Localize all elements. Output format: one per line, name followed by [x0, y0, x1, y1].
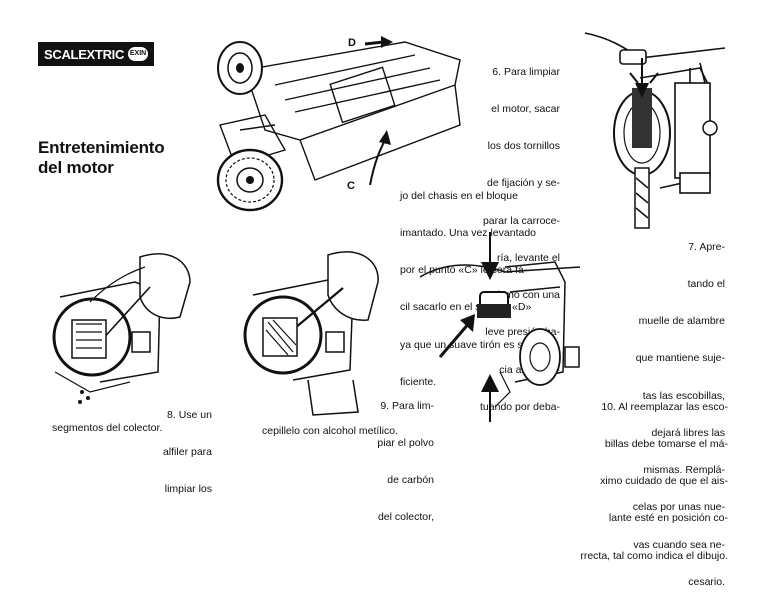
text-line: 9. Para lim-: [380, 399, 434, 412]
text-line: alfiler para: [162, 446, 212, 459]
text-line: imantado. Una vez levantado: [400, 227, 537, 240]
text-line: de carbón: [387, 474, 434, 487]
text-line: ximo cuidado de que el ais-: [600, 475, 728, 488]
step10-text: 10. Al reemplazar las esco- billas debe …: [556, 376, 728, 575]
text-line: 6. Para limpiar: [492, 65, 560, 78]
motor-spring-illustration: [584, 32, 726, 229]
step8-text-right: 8. Use un alfiler para limpiar los: [120, 384, 212, 508]
text-line: 10. Al reemplazar las esco-: [601, 400, 728, 413]
text-line: del colector,: [377, 511, 434, 524]
scalextric-logo: SCALEXTRIC EXIN: [38, 42, 154, 66]
text-line: ficiente.: [400, 375, 437, 388]
text-line: limpiar los: [164, 483, 212, 496]
text-line: tando el: [687, 278, 725, 291]
text-line: lante esté en posición co-: [608, 512, 728, 525]
text-line: de fijación y se-: [487, 177, 560, 190]
pin-cleaning-illustration: [52, 253, 191, 404]
text-line: 8. Use un: [167, 408, 212, 421]
logo-text: SCALEXTRIC: [44, 46, 125, 62]
insulation-illustration: [419, 232, 581, 422]
text-line: tuando por deba-: [480, 400, 560, 413]
page-title: Entretenimiento del motor: [38, 138, 165, 178]
text-line: jo del chasis en el bloque: [400, 189, 518, 202]
text-line: que mantiene suje-: [635, 352, 725, 365]
brush-cleaning-illustration: [243, 251, 379, 416]
step8-text-bottom: segmentos del colector.: [52, 422, 163, 434]
logo-badge: EXIN: [128, 47, 149, 61]
step9-text-bottom: cepillelo con alcohol metílico.: [262, 425, 398, 437]
text-line: el motor, sacar: [491, 103, 560, 116]
text-line: billas debe tomarse el má-: [604, 438, 728, 451]
label-c: C: [347, 180, 355, 192]
text-line: ría, levante el: [496, 251, 560, 264]
text-line: 7. Apre-: [688, 240, 725, 253]
text-line: los dos tornillos: [487, 140, 560, 153]
label-d: D: [348, 37, 356, 49]
text-line: tas las escobillas,: [642, 389, 725, 402]
text-line: cesario.: [688, 575, 725, 588]
title-line-2: del motor: [38, 158, 114, 177]
text-line: piar el polvo: [377, 437, 434, 450]
text-line: dejará libres las: [651, 426, 725, 439]
text-line: rrecta, tal como indica el dibujo.: [580, 549, 728, 562]
text-line: muelle de alambre: [638, 315, 725, 328]
chassis-illustration: [216, 36, 461, 212]
title-line-1: Entretenimiento: [38, 138, 165, 157]
text-line: parar la carroce-: [482, 214, 560, 227]
